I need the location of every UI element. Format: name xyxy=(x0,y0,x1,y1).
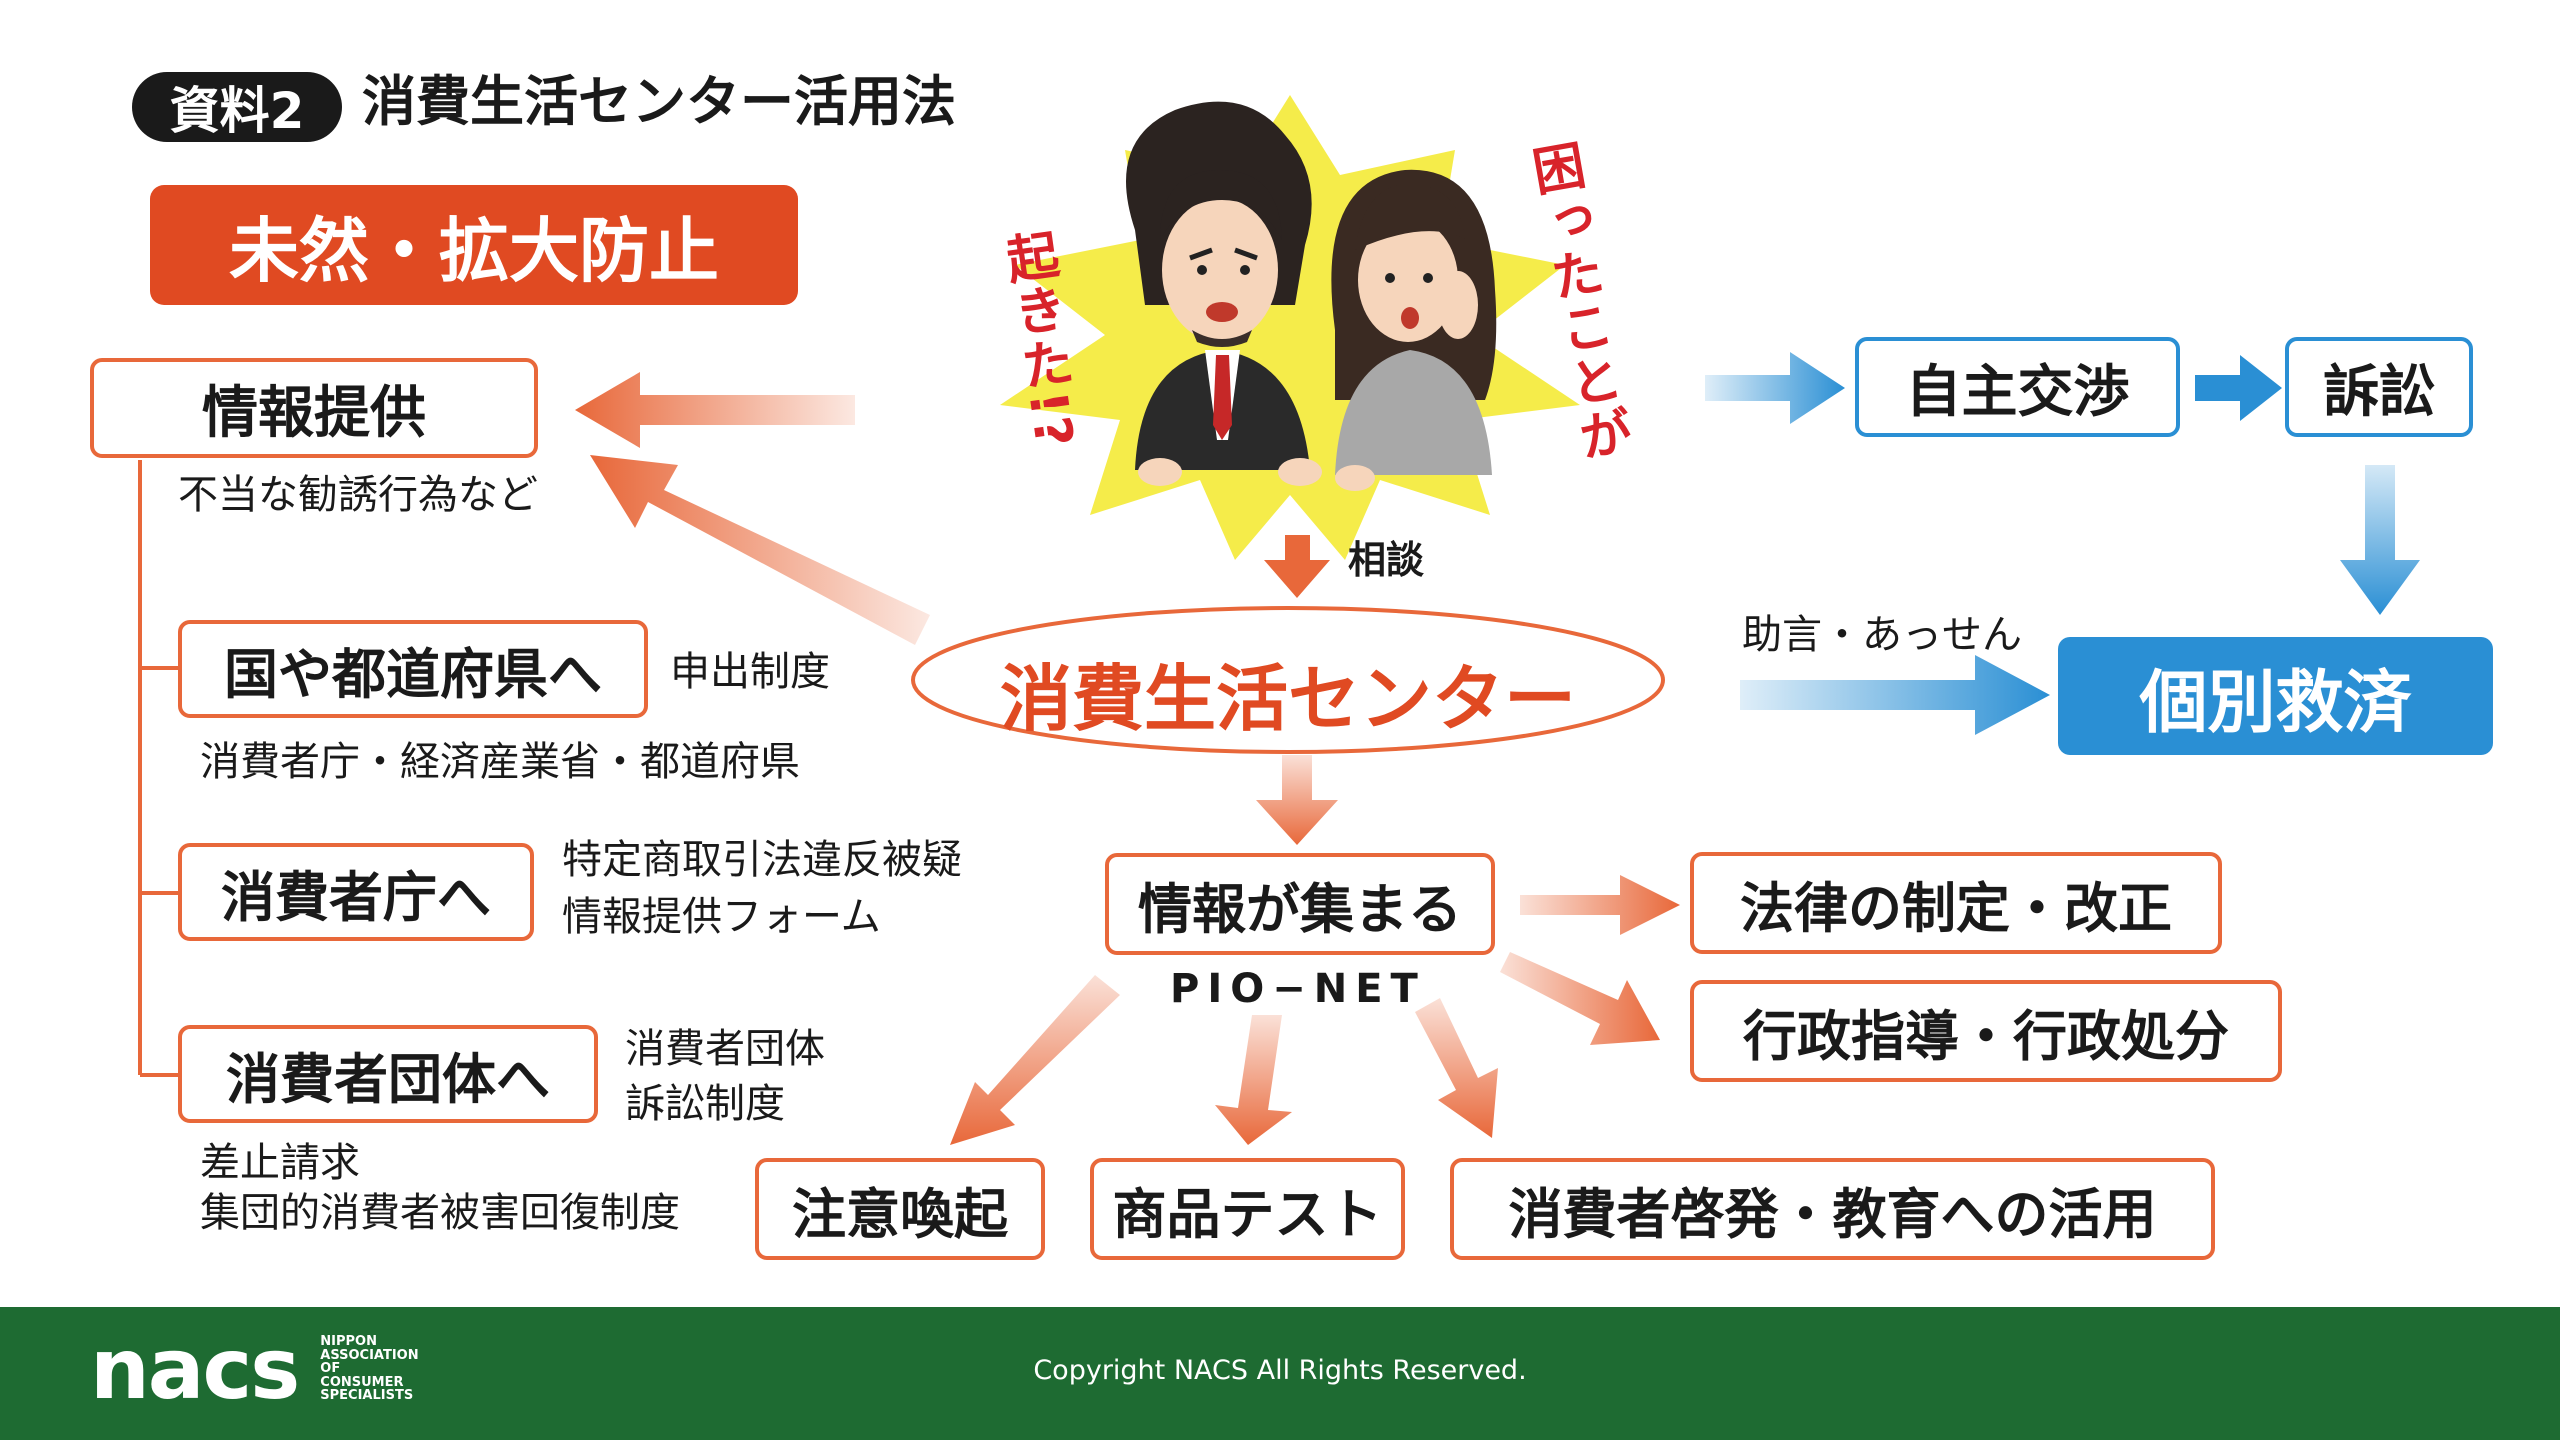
agency-label: 消費者庁へ xyxy=(221,865,491,929)
logo-sub-1: NIPPON xyxy=(320,1333,377,1349)
product-test-label: 商品テスト xyxy=(1112,1182,1383,1246)
logo-sub-2: ASSOCIATION xyxy=(320,1347,419,1363)
education-box: 消費者啓発・教育への活用 xyxy=(1450,1158,2215,1260)
left-bracket-connector xyxy=(138,460,180,1077)
arrow-to-admin xyxy=(1500,952,1660,1045)
info-provision-label: 情報提供 xyxy=(202,380,426,446)
warning-box: 注意喚起 xyxy=(755,1158,1045,1260)
info-provision-note: 不当な勧誘行為など xyxy=(178,472,538,518)
logo-sub-4: CONSUMER xyxy=(320,1374,404,1390)
copyright-text: Copyright NACS All Rights Reserved. xyxy=(1033,1355,1527,1386)
law-box: 法律の制定・改正 xyxy=(1690,852,2222,954)
arrow-consult xyxy=(1264,535,1330,598)
title-badge: 資料2 xyxy=(132,72,342,142)
pionet-label: PIO−NET xyxy=(1170,966,1426,1012)
arrow-to-product-test xyxy=(1215,1015,1292,1145)
info-gather-label: 情報が集まる xyxy=(1138,877,1462,941)
admin-box: 行政指導・行政処分 xyxy=(1690,980,2282,1082)
arrow-to-warning xyxy=(950,975,1120,1145)
lawsuit-label: 訴訟 xyxy=(2323,359,2435,425)
consumer-group-note-2: 集団的消費者被害回復制度 xyxy=(200,1190,680,1236)
consumer-group-side-2: 訴訟制度 xyxy=(625,1081,785,1127)
nacs-logo: nacs NIPPON ASSOCIATION OF CONSUMER SPEC… xyxy=(90,1327,419,1411)
arrow-diagonal-to-info xyxy=(590,455,930,645)
consumer-group-label: 消費者団体へ xyxy=(226,1047,550,1111)
footer-bar: nacs NIPPON ASSOCIATION OF CONSUMER SPEC… xyxy=(0,1307,2560,1440)
warning-label: 注意喚起 xyxy=(792,1182,1008,1246)
gov-side-label: 申出制度 xyxy=(670,649,830,695)
prevention-banner: 未然・拡大防止 xyxy=(150,185,798,305)
logo-sub-3: OF xyxy=(320,1361,341,1377)
negotiation-box: 自主交渉 xyxy=(1855,337,2180,437)
woman-character xyxy=(1331,169,1497,491)
center-ellipse-shape xyxy=(911,606,1665,754)
consumer-group-note-1: 差止請求 xyxy=(200,1140,360,1186)
lawsuit-box: 訴訟 xyxy=(2285,337,2473,437)
admin-label: 行政指導・行政処分 xyxy=(1743,1004,2229,1068)
individual-relief-box: 個別救済 xyxy=(2058,637,2493,755)
page-title: 消費生活センター活用法 xyxy=(362,70,956,133)
gov-box: 国や都道府県へ xyxy=(178,620,648,718)
info-provision-box: 情報提供 xyxy=(90,358,538,458)
arrow-to-info-gather xyxy=(1256,755,1338,845)
logo-sub-5: SPECIALISTS xyxy=(320,1388,414,1404)
arrow-to-negotiation xyxy=(1705,352,1845,424)
consumer-center-label: 消費生活センター xyxy=(999,657,1576,741)
nacs-logo-subtext: NIPPON ASSOCIATION OF CONSUMER SPECIALIS… xyxy=(320,1335,418,1403)
gov-label: 国や都道府県へ xyxy=(224,642,602,706)
education-label: 消費者啓発・教育への活用 xyxy=(1508,1182,2157,1246)
prevention-banner-text: 未然・拡大防止 xyxy=(229,209,719,292)
agency-box: 消費者庁へ xyxy=(178,843,534,941)
title-badge-text: 資料2 xyxy=(169,82,305,140)
advice-label: 助言・あっせん xyxy=(1742,612,2022,658)
negotiation-label: 自主交渉 xyxy=(1905,359,2130,425)
law-label: 法律の制定・改正 xyxy=(1740,876,2172,940)
arrow-to-law xyxy=(1520,875,1680,935)
gov-note: 消費者庁・経済産業省・都道府県 xyxy=(200,739,800,785)
agency-side-1: 特定商取引法違反被疑 xyxy=(562,837,962,883)
arrow-to-info xyxy=(575,372,855,448)
arrow-down-to-relief xyxy=(2340,465,2420,615)
consumer-group-side-1: 消費者団体 xyxy=(625,1026,825,1072)
product-test-box: 商品テスト xyxy=(1090,1158,1405,1260)
arrow-to-education xyxy=(1415,998,1498,1138)
consult-label: 相談 xyxy=(1348,538,1425,582)
man-character xyxy=(1126,101,1322,486)
consumer-group-box: 消費者団体へ xyxy=(178,1025,598,1123)
individual-relief-label: 個別救済 xyxy=(2139,663,2412,743)
info-gather-box: 情報が集まる xyxy=(1105,853,1495,955)
arrow-to-lawsuit xyxy=(2195,355,2282,421)
nacs-logo-text: nacs xyxy=(90,1320,300,1418)
arrow-to-relief xyxy=(1740,655,2050,735)
agency-side-2: 情報提供フォーム xyxy=(562,894,881,940)
